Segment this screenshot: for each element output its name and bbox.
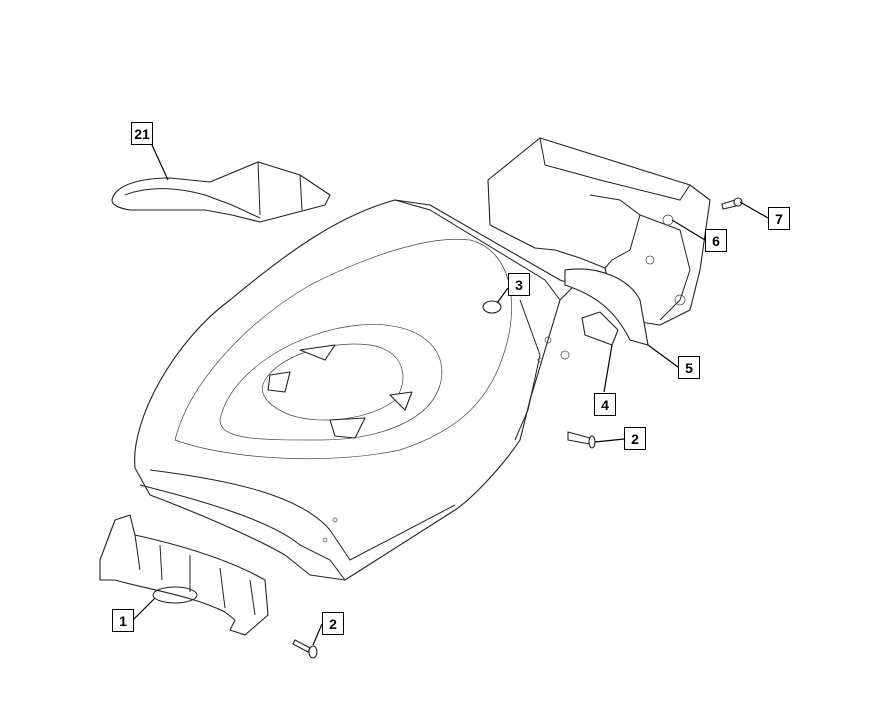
callout-6[interactable]: 6 [705,229,727,252]
rear-flap-part [564,268,649,346]
mower-deck [134,199,576,581]
callout-3[interactable]: 3 [508,273,530,296]
callout-21[interactable]: 21 [131,122,153,145]
screw-part [292,197,743,659]
callout-5[interactable]: 5 [678,356,700,379]
front-bumper-part [99,514,269,636]
callout-2-lower[interactable]: 2 [322,612,344,635]
callout-4[interactable]: 4 [594,393,616,416]
clip-part [581,311,619,346]
plug-part [482,300,502,314]
grass-chute-cover-part [111,161,331,223]
leader-lines [133,144,769,646]
callout-2-upper[interactable]: 2 [624,427,646,450]
callout-7[interactable]: 7 [768,207,790,230]
callout-1[interactable]: 1 [112,609,134,632]
